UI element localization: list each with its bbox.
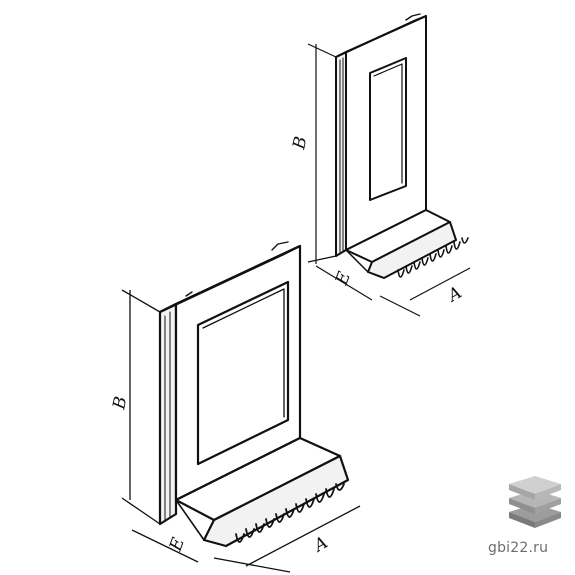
large-panel-side	[158, 302, 178, 526]
small-panel-window	[369, 57, 407, 201]
small-panel-width-label: А	[444, 283, 466, 307]
small-panel-side	[335, 51, 347, 257]
large-panel	[158, 241, 350, 548]
large-panel-window	[196, 280, 290, 466]
large-panel-height-label: В	[109, 395, 131, 412]
large-panel-dimensions	[121, 289, 361, 573]
small-panel-dimensions	[307, 43, 471, 317]
small-panel-top	[335, 15, 427, 58]
stacked-slabs-logo-icon	[509, 476, 561, 528]
large-panel-width-label: А	[310, 533, 332, 557]
small-panel-height-label: В	[289, 135, 311, 152]
watermark-text: gbi22.ru	[488, 540, 549, 556]
small-panel-thickness-label: Е	[332, 269, 356, 289]
small-panel-loops	[397, 237, 469, 278]
large-panel-loops	[235, 483, 345, 543]
small-panel	[335, 13, 469, 279]
large-panel-thickness-label: Е	[166, 535, 190, 555]
large-panel-top	[158, 244, 302, 314]
